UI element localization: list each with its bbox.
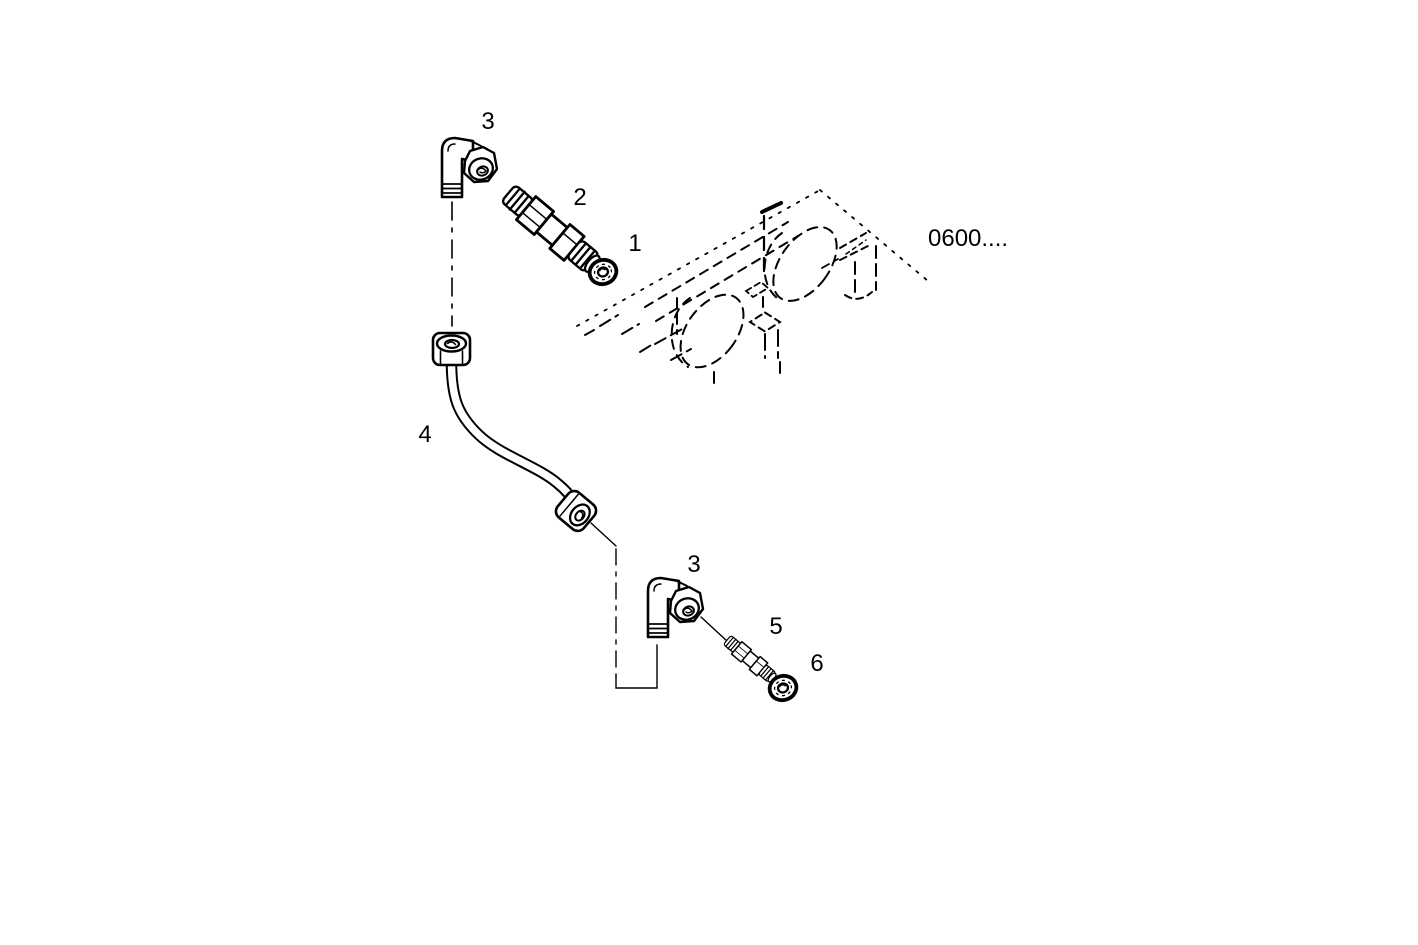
- callout-6: 6: [810, 650, 823, 677]
- leader-elbow-to-adapter: [700, 616, 728, 642]
- block-edge-upper-right: [819, 189, 929, 282]
- elbow-union-bottom: [646, 576, 705, 639]
- pipe-nut-top: [431, 331, 472, 367]
- callout-4: 4: [418, 421, 431, 448]
- callout-3-top: 3: [481, 108, 494, 135]
- block-apex-tick: [760, 201, 783, 214]
- block-edge-upper-left: [576, 189, 821, 327]
- callout-5: 5: [769, 613, 782, 640]
- cylinder-bore-left: [679, 293, 745, 369]
- block-face-band-bottom: [655, 235, 799, 322]
- leader-lines: [590, 522, 728, 689]
- block-port-diamond: [748, 311, 782, 333]
- cylinder-bore-right: [772, 226, 838, 302]
- threaded-adapter-bottom: [721, 632, 781, 687]
- engine-block-outline: [576, 189, 929, 384]
- block-face-band-top: [644, 221, 789, 308]
- cylinder-bore-right-inner-rim: [763, 232, 783, 302]
- block-pad: [744, 280, 770, 299]
- elbow-union-top: [440, 136, 499, 199]
- callout-3-bottom: 3: [687, 551, 700, 578]
- callout-1: 1: [628, 230, 641, 257]
- fuel-pipe-assembly: [431, 201, 598, 533]
- pipe-nut-bottom: [554, 489, 598, 533]
- cylinder-bore-left-inner-rim: [670, 297, 691, 368]
- threaded-adapter-top: [496, 179, 608, 281]
- figure-reference-code: 0600....: [928, 225, 1008, 252]
- block-mounting-boss: [821, 232, 877, 300]
- locator-bracket: [615, 644, 658, 689]
- block-hatch-marks: [584, 314, 715, 384]
- callout-2: 2: [573, 184, 586, 211]
- leader-pipe-to-centerline: [590, 522, 617, 547]
